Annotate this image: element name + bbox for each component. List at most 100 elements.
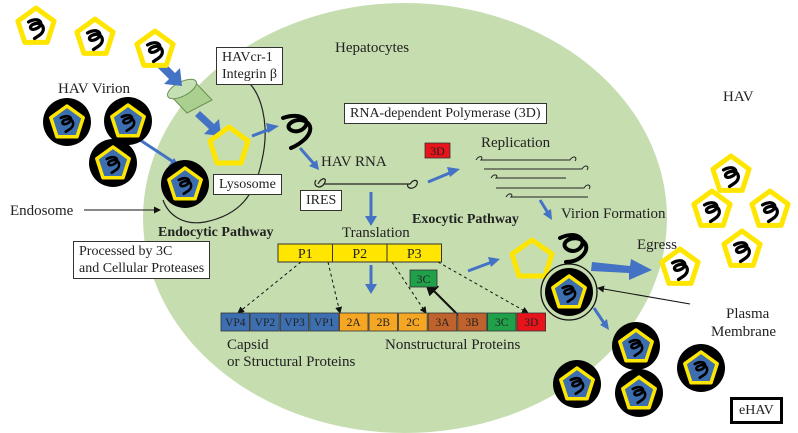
naked-hav-particle xyxy=(749,188,791,228)
protein-label-3d: 3D xyxy=(524,317,538,329)
enveloped-hav-virion xyxy=(677,344,725,392)
protein-label-2c: 2C xyxy=(406,317,420,329)
plasma-label: Plasma xyxy=(726,306,770,322)
ehav-box: eHAV xyxy=(730,397,783,424)
nonstructural-label: Nonstructural Proteins xyxy=(385,337,521,353)
naked-hav-particle xyxy=(721,228,763,268)
to-capsid-head xyxy=(488,257,500,267)
receptor-cylinder xyxy=(166,78,213,114)
naked-hav-particle xyxy=(710,153,752,193)
receptor-line-1: HAVcr-1 xyxy=(222,50,273,65)
naked-hav-particle xyxy=(134,28,176,68)
protein-box-3d xyxy=(516,312,547,332)
hav-rna-strand xyxy=(314,178,418,189)
enveloped-hav-virion xyxy=(615,369,663,417)
polyprotein-label-p2: P2 xyxy=(352,247,367,262)
capsid-label: Capsid xyxy=(227,337,269,353)
protein-box-vp4 xyxy=(220,312,251,332)
uncoating-head xyxy=(266,123,279,133)
rna-to-replication-head xyxy=(447,167,460,177)
enveloped-hav-virion xyxy=(161,160,209,208)
endosome-label: Endosome xyxy=(10,203,74,219)
virion-formation-label: Virion Formation xyxy=(561,206,666,222)
rna-entry-head xyxy=(309,160,319,170)
polymerase-box: RNA-dependent Polymerase (3D) xyxy=(344,103,547,124)
polyprotein-label-p3: P3 xyxy=(407,247,422,262)
protein-label-vp4: VP4 xyxy=(225,317,246,329)
released-rna xyxy=(281,113,313,150)
enveloped-hav-virion xyxy=(553,360,601,408)
processed-line-2: and Cellular Proteases xyxy=(79,261,205,276)
new-capsid xyxy=(509,237,555,279)
lysosome-box: Lysosome xyxy=(213,174,282,195)
structural-proteins-label: or Structural Proteins xyxy=(227,354,355,370)
protein-label-2b: 2B xyxy=(377,317,391,329)
protease-badge-label: 3C xyxy=(416,272,430,286)
p3-cleave-left xyxy=(391,261,427,314)
membrane-pointer xyxy=(597,285,691,305)
receptor-line-2: Integrin β xyxy=(222,67,277,82)
enveloped-hav-virion xyxy=(43,98,91,146)
ires-box: IRES xyxy=(300,190,343,211)
protein-label-vp1: VP1 xyxy=(314,317,335,329)
polymerase-badge-bg xyxy=(424,142,451,159)
p3-cleave-right xyxy=(437,261,529,314)
p1-cleave-right xyxy=(327,261,343,314)
protein-box-3a xyxy=(427,312,458,332)
replication-to-assembly-head xyxy=(543,209,552,220)
protein-box-vp1 xyxy=(309,312,339,332)
protein-box-vp2 xyxy=(250,312,280,332)
protein-box-vp3 xyxy=(279,312,310,332)
processed-box: Processed by 3C and Cellular Proteases xyxy=(73,241,211,279)
protein-box-2a xyxy=(338,312,369,332)
egress-arrow xyxy=(591,259,652,280)
new-rna xyxy=(558,233,589,264)
hav-rna-label: HAV RNA xyxy=(321,154,387,170)
translation-label: Translation xyxy=(342,225,410,241)
membrane-circle xyxy=(540,263,598,321)
release-head xyxy=(600,319,609,330)
replicating-rna xyxy=(475,156,591,198)
rna-to-translation-head xyxy=(365,216,377,226)
naked-hav-particle xyxy=(691,188,733,228)
p1-cleave-left xyxy=(237,261,302,314)
membrane-label: Membrane xyxy=(711,324,776,340)
protein-box-3b xyxy=(457,312,487,332)
hav-virion-label: HAV Virion xyxy=(58,81,131,97)
naked-hav-particle xyxy=(659,246,701,286)
entry-arrow xyxy=(195,111,221,136)
virion-to-endosome-arrow xyxy=(139,138,176,165)
polyprotein-label-p1: P1 xyxy=(298,247,313,262)
protein-label-3a: 3A xyxy=(435,317,450,329)
polyprotein-segment-p3 xyxy=(386,243,442,263)
processed-line-1: Processed by 3C xyxy=(79,244,173,259)
naked-hav-particle xyxy=(74,16,116,56)
egress-label: Egress xyxy=(637,237,677,253)
endocytic-pathway-label: Endocytic Pathway xyxy=(158,225,274,240)
protein-box-2c xyxy=(398,312,428,332)
enveloped-hav-virion xyxy=(104,97,152,145)
exocytic-pathway-label: Exocytic Pathway xyxy=(412,212,519,227)
protein-label-vp3: VP3 xyxy=(284,317,305,329)
enveloped-hav-virion xyxy=(545,268,593,316)
replication-to-assembly-arrow xyxy=(538,199,550,214)
receptor-box: HAVcr-1 Integrin β xyxy=(216,47,283,85)
enveloped-hav-virion xyxy=(89,139,137,187)
polymerase-badge-label: 3D xyxy=(430,144,445,158)
protein-label-2a: 2A xyxy=(347,317,362,329)
hepatocytes-label: Hepatocytes xyxy=(335,40,409,56)
empty-capsid xyxy=(207,124,251,166)
rna-to-replication-arrow xyxy=(427,170,453,184)
protease-badge-bg xyxy=(409,269,438,288)
protein-label-3c: 3C xyxy=(495,317,509,329)
enveloped-hav-virion xyxy=(612,322,660,370)
hav-label: HAV xyxy=(723,89,754,105)
rna-entry-arrow xyxy=(298,147,317,166)
protein-box-3c xyxy=(486,312,517,332)
protein-label-3b: 3B xyxy=(465,317,479,329)
naked-hav-particle xyxy=(15,5,57,45)
release-arrow xyxy=(592,307,606,324)
polyprotein-to-proteins-head xyxy=(365,284,377,294)
